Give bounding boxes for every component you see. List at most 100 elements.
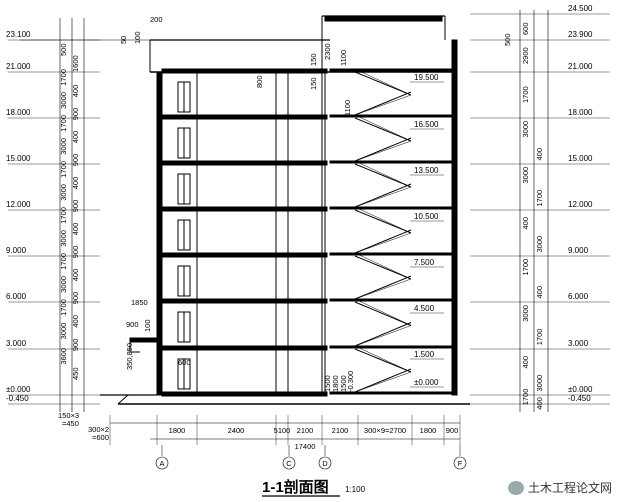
stair-stringer-5 <box>354 140 412 162</box>
axis-bubble-A <box>155 456 169 470</box>
left-dim-6: 1700 <box>59 115 68 132</box>
left-dim-21: 900 <box>71 292 80 305</box>
stair-roof-slab <box>324 15 443 22</box>
stair-stringer-0 <box>354 371 412 393</box>
left-elevation-6: 6.000 <box>6 292 27 301</box>
top-note-0: 200 <box>150 15 163 24</box>
stair-flight-return-5 <box>354 117 412 142</box>
right-elevation-7: 6.000 <box>568 292 589 301</box>
left-dim-15: 400 <box>71 223 80 236</box>
left-elevation-1: 21.000 <box>6 62 31 71</box>
right-elevation-1: 23.900 <box>568 30 593 39</box>
stair-flight-up-2 <box>354 275 412 300</box>
stair-level-2: 13.500 <box>414 166 439 175</box>
right-elevation-3: 18.000 <box>568 108 593 117</box>
stair-stringer-b-0 <box>354 345 412 373</box>
left-dim-18: 1700 <box>59 253 68 270</box>
stair-left-note-2: 1500 <box>339 375 348 392</box>
right-dim-7: 400 <box>521 217 530 230</box>
top-note-3: 500 <box>503 33 512 46</box>
top-note-8: 150 <box>309 77 318 90</box>
stair-stringer-1 <box>354 325 412 347</box>
floor-slab-7 <box>161 68 328 74</box>
right-dim-11: 3000 <box>521 305 530 322</box>
stair-level-0: 19.500 <box>414 73 439 82</box>
stair-flight-return-1 <box>354 301 412 326</box>
left-dim-13: 900 <box>71 200 80 213</box>
dimension-lines <box>8 10 610 497</box>
entry-ramp <box>117 394 157 405</box>
stair-landing-5 <box>329 160 453 164</box>
right-elevation-6: 9.000 <box>568 246 589 255</box>
left-elevation-2: 18.000 <box>6 108 31 117</box>
stair-stringer-b-3 <box>354 206 412 234</box>
watermark: 土木工程论文网 <box>507 479 612 496</box>
canopy-note-5: 600 <box>178 358 191 367</box>
stair-flight-up-6 <box>354 91 412 116</box>
right-dim-13: 400 <box>521 356 530 369</box>
axis-bubble-F <box>453 456 467 470</box>
right-elevation-2: 21.000 <box>568 62 593 71</box>
left-dim-17: 900 <box>71 246 80 259</box>
right-elevation-10: -0.450 <box>568 394 591 403</box>
right-dim-12: 1700 <box>535 329 544 346</box>
top-note-9: 1100 <box>343 100 352 116</box>
stair-stringer-b-2 <box>354 252 412 280</box>
left-elevation-8: ±0.000 <box>6 385 31 394</box>
left-elevation-0: 23.100 <box>6 30 31 39</box>
floor-slab-0 <box>161 391 328 397</box>
right-dim-10: 400 <box>535 286 544 299</box>
left-elevation-3: 15.000 <box>6 154 31 163</box>
left-exterior-wall <box>156 71 163 396</box>
floor-slab-5 <box>161 160 328 166</box>
floor-slab-2 <box>161 298 328 304</box>
right-dim-3: 3000 <box>521 121 530 138</box>
bottom-dim-4: 2100 <box>297 426 314 435</box>
bottom-dim-6: 300×9=2700 <box>364 426 406 435</box>
stair-level-6: 1.500 <box>414 350 435 359</box>
left-dim-16: 3000 <box>59 230 68 247</box>
left-dim-12: 3000 <box>59 184 68 201</box>
stair-flight-return-0 <box>354 348 412 373</box>
stair-stringer-b-6 <box>354 68 412 96</box>
left-elevation-4: 12.000 <box>6 200 31 209</box>
stair-stringer-2 <box>354 278 412 300</box>
left-dim-23: 400 <box>71 315 80 328</box>
left-dim-5: 900 <box>71 108 80 121</box>
left-base-note-2: =450 <box>62 419 79 428</box>
axis-label-D: D <box>322 459 328 468</box>
left-dim-1: 1600 <box>71 55 80 72</box>
left-dim-7: 400 <box>71 131 80 144</box>
stair-flight-return-6 <box>354 71 412 96</box>
stair-landing-3 <box>329 252 453 256</box>
right-exterior-wall <box>451 39 458 396</box>
left-dim-3: 400 <box>71 85 80 98</box>
drawing-scale: 1:100 <box>345 485 366 494</box>
stair-landing-2 <box>329 298 453 302</box>
axis-label-C: C <box>286 459 292 468</box>
bottom-dim-2: 2400 <box>228 426 245 435</box>
floor-slab-3 <box>161 252 328 258</box>
right-elevation-5: 12.000 <box>568 200 593 209</box>
left-dim-8: 3000 <box>59 138 68 155</box>
right-dim-14: 3000 <box>535 375 544 392</box>
top-note-6: 1100 <box>339 50 348 66</box>
left-dim-2: 1700 <box>59 69 68 86</box>
axis-bubble-C <box>282 456 296 470</box>
stair-level-7: ±0.000 <box>414 378 439 387</box>
watermark-text: 土木工程论文网 <box>527 481 612 495</box>
left-dim-26: 3600 <box>59 348 68 365</box>
stair-landing-4 <box>329 206 453 210</box>
top-note-4: 150 <box>309 53 318 66</box>
top-note-7: 800 <box>255 75 264 88</box>
drawing-title: 1-1剖面图 <box>262 478 329 496</box>
canopy-note-1: 900 <box>126 320 139 329</box>
left-dim-11: 400 <box>71 177 80 190</box>
right-dim-16: 400 <box>535 397 544 410</box>
bottom-dim-1: 1800 <box>169 426 186 435</box>
right-elevation-8: 3.000 <box>568 339 589 348</box>
stair-landing-7 <box>329 68 453 72</box>
stair-stringer-b-4 <box>354 160 412 188</box>
canopy-bracket <box>129 338 140 353</box>
